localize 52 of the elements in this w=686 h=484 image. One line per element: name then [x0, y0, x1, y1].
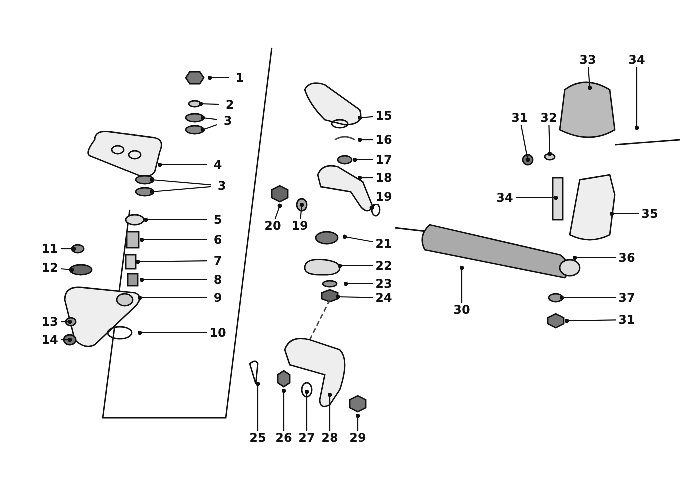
- leader-line: [61, 246, 76, 252]
- leader-line: [140, 278, 207, 282]
- leader-line: [138, 330, 207, 336]
- leader-line: [198, 102, 220, 106]
- leader-line: [136, 260, 207, 264]
- callout-number: 34: [494, 191, 516, 205]
- leader-line: [60, 268, 74, 272]
- leader-line: [138, 296, 207, 300]
- leader-line: [150, 186, 212, 194]
- leader-line: [282, 388, 286, 431]
- callout-number: 21: [373, 237, 395, 251]
- callout-number: 34: [626, 53, 648, 67]
- leader-line: [200, 124, 218, 132]
- leader-line: [158, 162, 207, 168]
- leader-line: [61, 338, 72, 342]
- leader-line: [560, 296, 616, 300]
- leader-line: [460, 266, 464, 303]
- callout-number: 30: [451, 303, 473, 317]
- leader-line: [588, 66, 592, 90]
- leader-line: [352, 158, 373, 162]
- leader-line: [336, 294, 374, 300]
- leader-line: [342, 234, 374, 243]
- callout-number: 32: [538, 111, 560, 125]
- leader-line: [200, 116, 218, 120]
- leader-line: [304, 390, 310, 431]
- leader-line: [344, 282, 373, 286]
- leader-line: [150, 178, 212, 186]
- leader-line: [356, 414, 360, 431]
- leader-line: [300, 202, 304, 220]
- leader-line: [338, 264, 373, 268]
- callout-number: 19: [373, 190, 395, 204]
- leader-line: [634, 67, 640, 130]
- leader-line: [358, 138, 373, 142]
- leader-line: [610, 212, 639, 216]
- leader-line: [256, 382, 260, 431]
- leader-line: [144, 218, 207, 222]
- leader-line: [516, 196, 558, 200]
- leader-line: [61, 320, 72, 324]
- leader-line: [358, 116, 374, 120]
- leader-line: [328, 392, 332, 431]
- callout-number: 31: [616, 313, 638, 327]
- leader-line: [208, 76, 229, 80]
- callout-number: 31: [509, 111, 531, 125]
- callout-number: 36: [616, 251, 638, 265]
- leader-line: [140, 238, 207, 242]
- leader-line: [358, 176, 373, 180]
- leader-line: [564, 318, 616, 324]
- leader-line: [274, 204, 282, 220]
- leader-line: [548, 124, 552, 156]
- leader-line: [370, 204, 377, 210]
- leader-line: [520, 124, 530, 162]
- leader-line: [572, 256, 616, 260]
